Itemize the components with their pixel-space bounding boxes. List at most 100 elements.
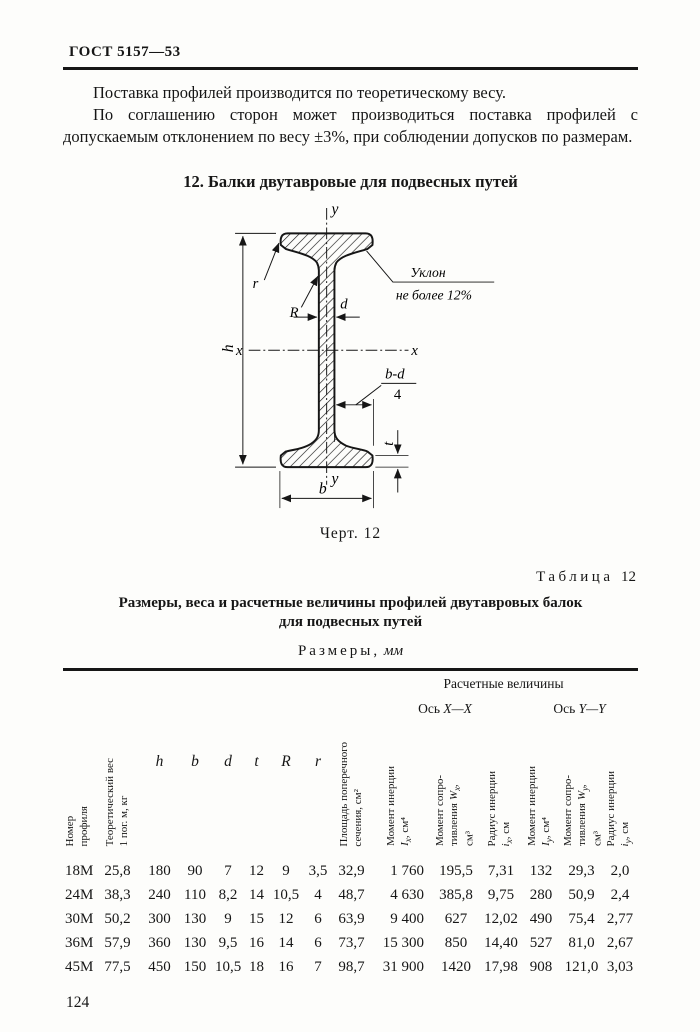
table-cell: 4 [314, 887, 322, 904]
table-cell: 31 900 [382, 959, 424, 976]
label-b: b [318, 480, 326, 497]
table-cell: 63,9 [338, 911, 365, 928]
table-cell: 450 [148, 959, 171, 976]
table-cell: 280 [529, 887, 553, 904]
header-axis-xx: Ось X—X [418, 700, 472, 716]
table-cell: 12 [278, 911, 294, 928]
table-cell: 36М [65, 935, 94, 952]
table-cell: 2,4 [610, 887, 630, 904]
table-cell: 24М [65, 887, 94, 904]
table-cell: 180 [148, 863, 171, 880]
table-cell: 6 [314, 935, 322, 952]
table-cell: 9,75 [487, 887, 515, 904]
table-cell: 15 300 [382, 935, 424, 952]
table-cell: 17,98 [484, 959, 518, 976]
label-t: t [380, 441, 396, 446]
label-x-left: x [235, 343, 243, 359]
table-cell: 1420 [441, 959, 471, 976]
header-group-calculated-values: Расчетные величины [443, 675, 564, 691]
table-cell: 3,5 [308, 863, 328, 880]
table-cell: 16 [249, 935, 264, 952]
table-cell: 130 [183, 911, 207, 928]
fraction-leader [355, 384, 381, 406]
table-title-line2: для подвесных путей [278, 613, 423, 630]
table-cell: 50,2 [104, 911, 131, 928]
table-cell: 8,2 [218, 887, 238, 904]
table-cell: 77,5 [104, 959, 131, 976]
intro-text: Поставка профилей производится по теорет… [63, 82, 638, 148]
table-cell: 195,5 [439, 863, 473, 880]
table-cell: 132 [529, 863, 553, 880]
table-cell: 14 [278, 935, 294, 952]
label-R: R [288, 305, 298, 321]
table-cell: 9 [224, 911, 232, 928]
header-r: r [314, 752, 322, 770]
table-cell: 10,5 [215, 959, 242, 976]
table-cell: 9 400 [390, 911, 424, 928]
table-cell: 2,77 [606, 911, 634, 928]
label-slope-line2: не более 12% [395, 287, 471, 302]
table-reference: Таблица 12 [63, 569, 638, 586]
ibeam-drawing-svg: y y x x h r R d Уклон не более 12% b-d 4… [220, 201, 494, 508]
table-cell: 14 [249, 887, 264, 904]
table-cell: 2,0 [610, 863, 630, 880]
table-cell: 490 [529, 911, 553, 928]
header-t: t [254, 752, 259, 770]
label-y-bottom: y [329, 471, 338, 488]
table-cell: 7,31 [487, 863, 515, 880]
header-section-modulus-y: Момент сопро-тивления Wy,см³ [562, 775, 604, 847]
page-number: 124 [66, 994, 90, 1012]
table-cell: 9 [282, 863, 290, 880]
label-fraction-numerator: b-d [385, 366, 405, 382]
table-cell: 300 [148, 911, 171, 928]
table-cell: 9,5 [218, 935, 238, 952]
table-cell: 12 [249, 863, 264, 880]
figure-caption: Черт. 12 [319, 524, 382, 542]
table-cell: 12,02 [484, 911, 518, 928]
units-value: мм [383, 643, 404, 660]
label-d: d [340, 296, 348, 312]
units-label: Размеры, [297, 643, 381, 660]
table-cell: 18М [65, 863, 94, 880]
table-cell: 7 [224, 863, 232, 880]
paragraph-1: Поставка профилей производится по теорет… [93, 83, 506, 102]
table-cell: 627 [444, 911, 468, 928]
table-cell: 2,67 [606, 935, 634, 952]
section-title: 12. Балки двутавровые для подвесных путе… [183, 171, 518, 191]
table-cell: 73,7 [338, 935, 365, 952]
r-leader-arrow [263, 242, 279, 281]
table-cell: 38,3 [104, 887, 131, 904]
table-cell: 45М [65, 959, 94, 976]
table-cell: 7 [314, 959, 322, 976]
table-cell: 14,40 [484, 935, 518, 952]
table-cell: 121,0 [564, 959, 599, 976]
table-cell: 30М [65, 911, 94, 928]
paragraph-2: По соглашению сторон может производиться… [63, 104, 638, 146]
table-cell: 29,3 [568, 863, 595, 880]
table-cell: 850 [444, 935, 468, 952]
table-cell: 360 [148, 935, 171, 952]
header-b: b [191, 752, 199, 770]
units-line: Размеры, мм [63, 643, 638, 660]
table-cell: 15 [249, 911, 264, 928]
table-cell: 908 [529, 959, 553, 976]
table-cell: 75,4 [568, 911, 595, 928]
table-cell: 90 [187, 863, 203, 880]
table-ref-label: Таблица [536, 568, 614, 585]
doc-number: ГОСТ 5157—53 [69, 44, 181, 60]
table-cell: 81,0 [568, 935, 595, 952]
table-cell: 18 [249, 959, 264, 976]
label-y-top: y [329, 201, 338, 218]
